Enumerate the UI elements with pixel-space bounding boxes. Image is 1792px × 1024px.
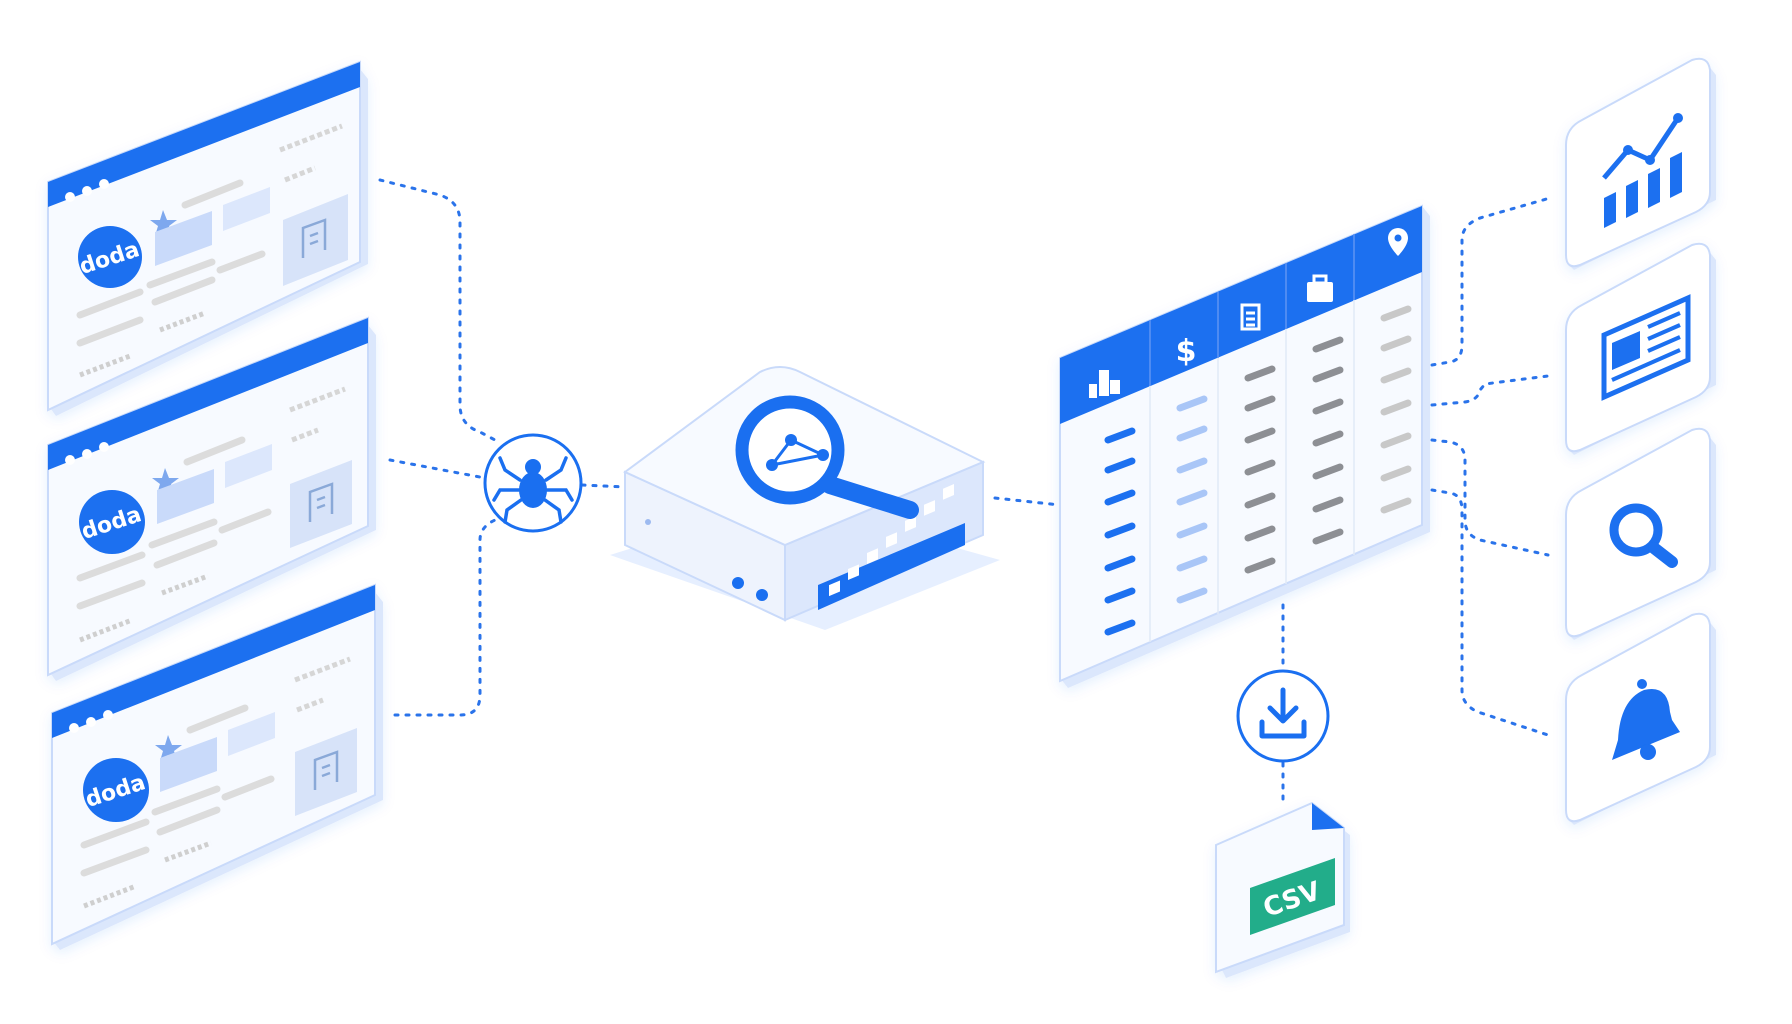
doda-logo xyxy=(83,758,149,822)
search-icon xyxy=(1609,503,1678,568)
browser-titlebar xyxy=(48,62,360,207)
dollar-icon: $ xyxy=(1176,334,1197,369)
star-icon xyxy=(152,468,179,494)
connector-table-bell xyxy=(1430,488,1550,737)
spider-icon xyxy=(492,456,574,524)
connector-card2-spider xyxy=(388,458,487,480)
output-tile-search xyxy=(1565,427,1716,640)
browser-titlebar xyxy=(52,585,375,738)
server-port-strip xyxy=(818,523,965,610)
csv-file: CSV xyxy=(1215,801,1350,978)
connector-table-news xyxy=(1430,374,1550,407)
magnifier-network-icon xyxy=(735,395,919,519)
star-icon xyxy=(155,735,182,761)
browser-titlebar xyxy=(48,318,368,470)
connector-table-search xyxy=(1430,438,1550,557)
data-table: $ xyxy=(1059,204,1430,688)
connector-card3-spider xyxy=(393,516,502,717)
output-tile-news xyxy=(1565,242,1716,455)
connectors xyxy=(378,178,1552,802)
browser-card-3: doda xyxy=(51,583,383,950)
processor-server xyxy=(610,366,1000,630)
star-icon xyxy=(150,210,177,236)
connector-server-table xyxy=(993,496,1062,507)
newspaper-icon xyxy=(1601,294,1691,401)
output-tile-bell xyxy=(1565,612,1716,825)
download-node[interactable] xyxy=(1236,669,1330,763)
connector-table-chart xyxy=(1430,196,1552,367)
connector-spider-server xyxy=(580,483,627,489)
column-1-values xyxy=(1104,427,1136,636)
browser-card-1: doda xyxy=(47,60,368,416)
building-thumbnail xyxy=(283,194,348,286)
download-icon xyxy=(1259,687,1307,739)
location-pin-icon xyxy=(1388,228,1408,256)
connector-card1-spider xyxy=(378,178,497,442)
doda-logo xyxy=(79,490,145,554)
building-thumbnail xyxy=(290,460,352,548)
output-tile-chart xyxy=(1565,57,1716,270)
building-icon xyxy=(313,750,339,790)
column-3-values xyxy=(1244,365,1276,574)
doda-logo xyxy=(78,226,142,288)
crawler-node xyxy=(483,433,583,533)
column-4-values xyxy=(1312,336,1344,545)
document-icon xyxy=(1240,303,1261,331)
column-5-values xyxy=(1380,305,1412,514)
building-icon xyxy=(301,218,327,258)
building-icon xyxy=(1089,370,1120,398)
building-thumbnail xyxy=(295,728,357,816)
bell-icon xyxy=(1612,679,1680,760)
browser-card-2: doda xyxy=(47,316,376,681)
bar-chart-trend-icon xyxy=(1602,113,1683,228)
column-2-values xyxy=(1176,395,1208,604)
building-icon xyxy=(308,482,334,522)
briefcase-icon xyxy=(1307,274,1333,302)
csv-badge xyxy=(1250,858,1335,935)
